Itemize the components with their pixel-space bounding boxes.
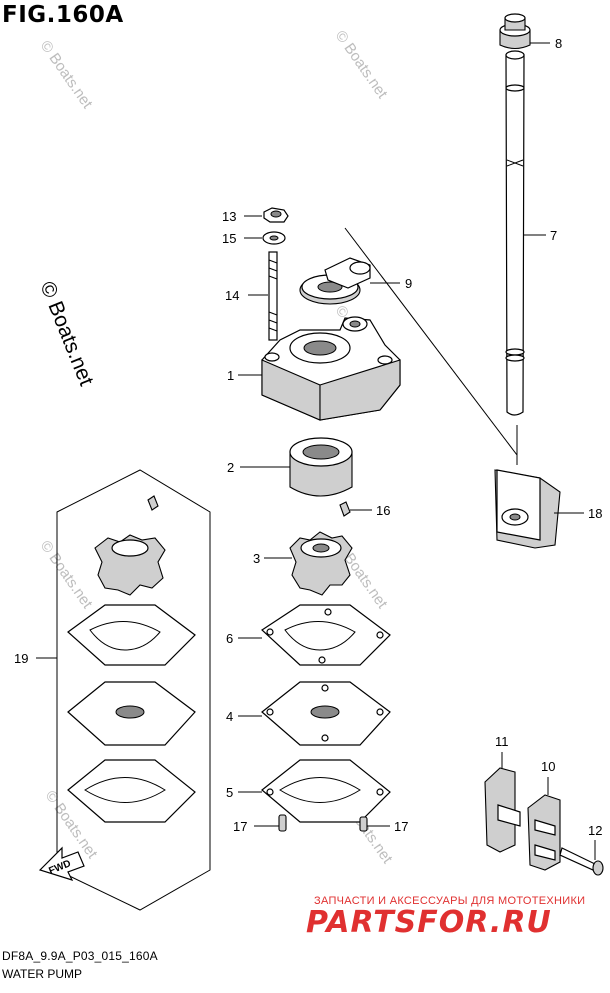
gasket-upper-part: [261, 604, 391, 666]
callout-9: 9: [405, 276, 412, 291]
nut-part: [263, 207, 289, 223]
watermark: © Boats.net: [37, 38, 96, 113]
callout-3: 3: [253, 551, 260, 566]
leader-lines: [36, 42, 596, 860]
grommet-part: [499, 13, 531, 50]
stud-bolt-part: [268, 251, 278, 341]
callout-2: 2: [227, 460, 234, 475]
callout-17: 17: [233, 819, 247, 834]
callout-15: 15: [222, 231, 236, 246]
callout-19: 19: [14, 651, 28, 666]
callout-11: 11: [495, 734, 509, 749]
callout-4: 4: [226, 709, 233, 724]
repair-kit-outline: [56, 469, 211, 911]
figure-code: DF8A_9.9A_P03_015_160A: [2, 949, 158, 963]
leader-line: [344, 227, 518, 456]
fwd-arrow-icon: FWD: [38, 846, 85, 881]
callout-12: 12: [588, 823, 602, 838]
watermark: © Boats.net: [332, 28, 391, 103]
callout-7: 7: [550, 228, 557, 243]
pump-liner-part: [289, 437, 353, 497]
clamp-part: [484, 767, 521, 853]
callout-labels: 8 7 13 15 9 14 1 2 16 18 3 19 6 4 5 11 1…: [14, 36, 602, 838]
under-panel-part: [261, 681, 391, 746]
callout-16: 16: [376, 503, 390, 518]
brand-tagline: ЗАПЧАСТИ И АКСЕССУАРЫ ДЛЯ МОТОТЕХНИКИ: [314, 895, 586, 907]
figure-title: FIG.160A: [2, 2, 124, 28]
impeller-part: [289, 531, 353, 596]
gasket-lower-part: [261, 759, 391, 823]
screw-part: [559, 847, 604, 876]
callout-5: 5: [226, 785, 233, 800]
water-tube-part: [505, 50, 525, 416]
tube-seal-guide-part: [299, 257, 371, 305]
callout-17: 17: [394, 819, 408, 834]
callout-10: 10: [541, 759, 555, 774]
callout-13: 13: [222, 209, 236, 224]
callout-6: 6: [226, 631, 233, 646]
callout-14: 14: [225, 288, 239, 303]
callout-18: 18: [588, 506, 602, 521]
washer-part: [262, 231, 286, 245]
brand-logo[interactable]: PARTSFOR.RU: [306, 905, 552, 940]
watermark-large: © Boats.net: [35, 278, 98, 389]
dowel-pin-part: [278, 814, 368, 832]
clamp-holder-part: [527, 794, 561, 871]
tube-seal-part: [494, 469, 561, 549]
callout-8: 8: [555, 36, 562, 51]
figure-name: WATER PUMP: [2, 967, 82, 981]
callout-1: 1: [227, 368, 234, 383]
watermark: © Boats.net: [37, 538, 96, 613]
pump-case-part: [261, 316, 401, 421]
key-part: [339, 501, 351, 517]
